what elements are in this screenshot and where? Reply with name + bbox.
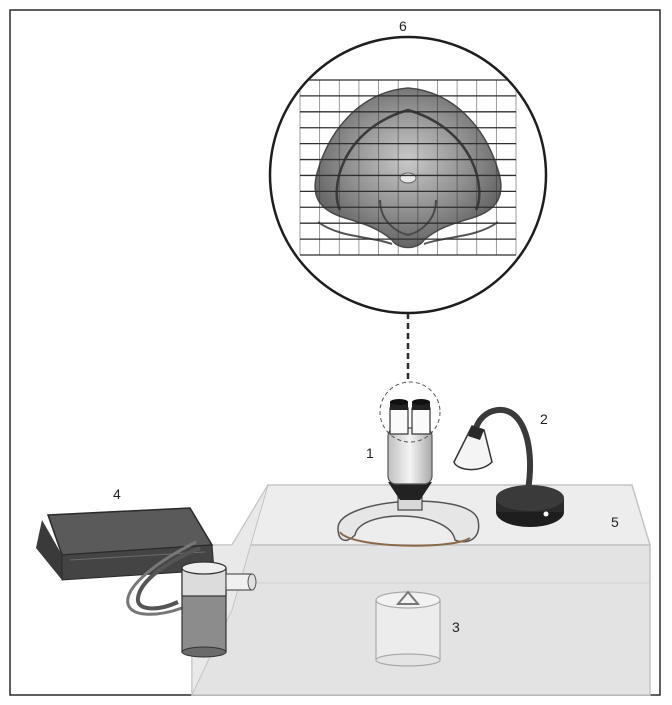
label-microscope: 1	[366, 445, 374, 461]
label-aquarium: 5	[611, 514, 619, 530]
label-air-pump: 4	[113, 486, 121, 502]
magnified-view	[270, 37, 546, 313]
label-magnified-view: 6	[399, 18, 407, 34]
label-specimen-jar: 3	[452, 619, 460, 635]
label-lamp: 2	[540, 411, 548, 427]
specimen-jar	[376, 592, 440, 666]
